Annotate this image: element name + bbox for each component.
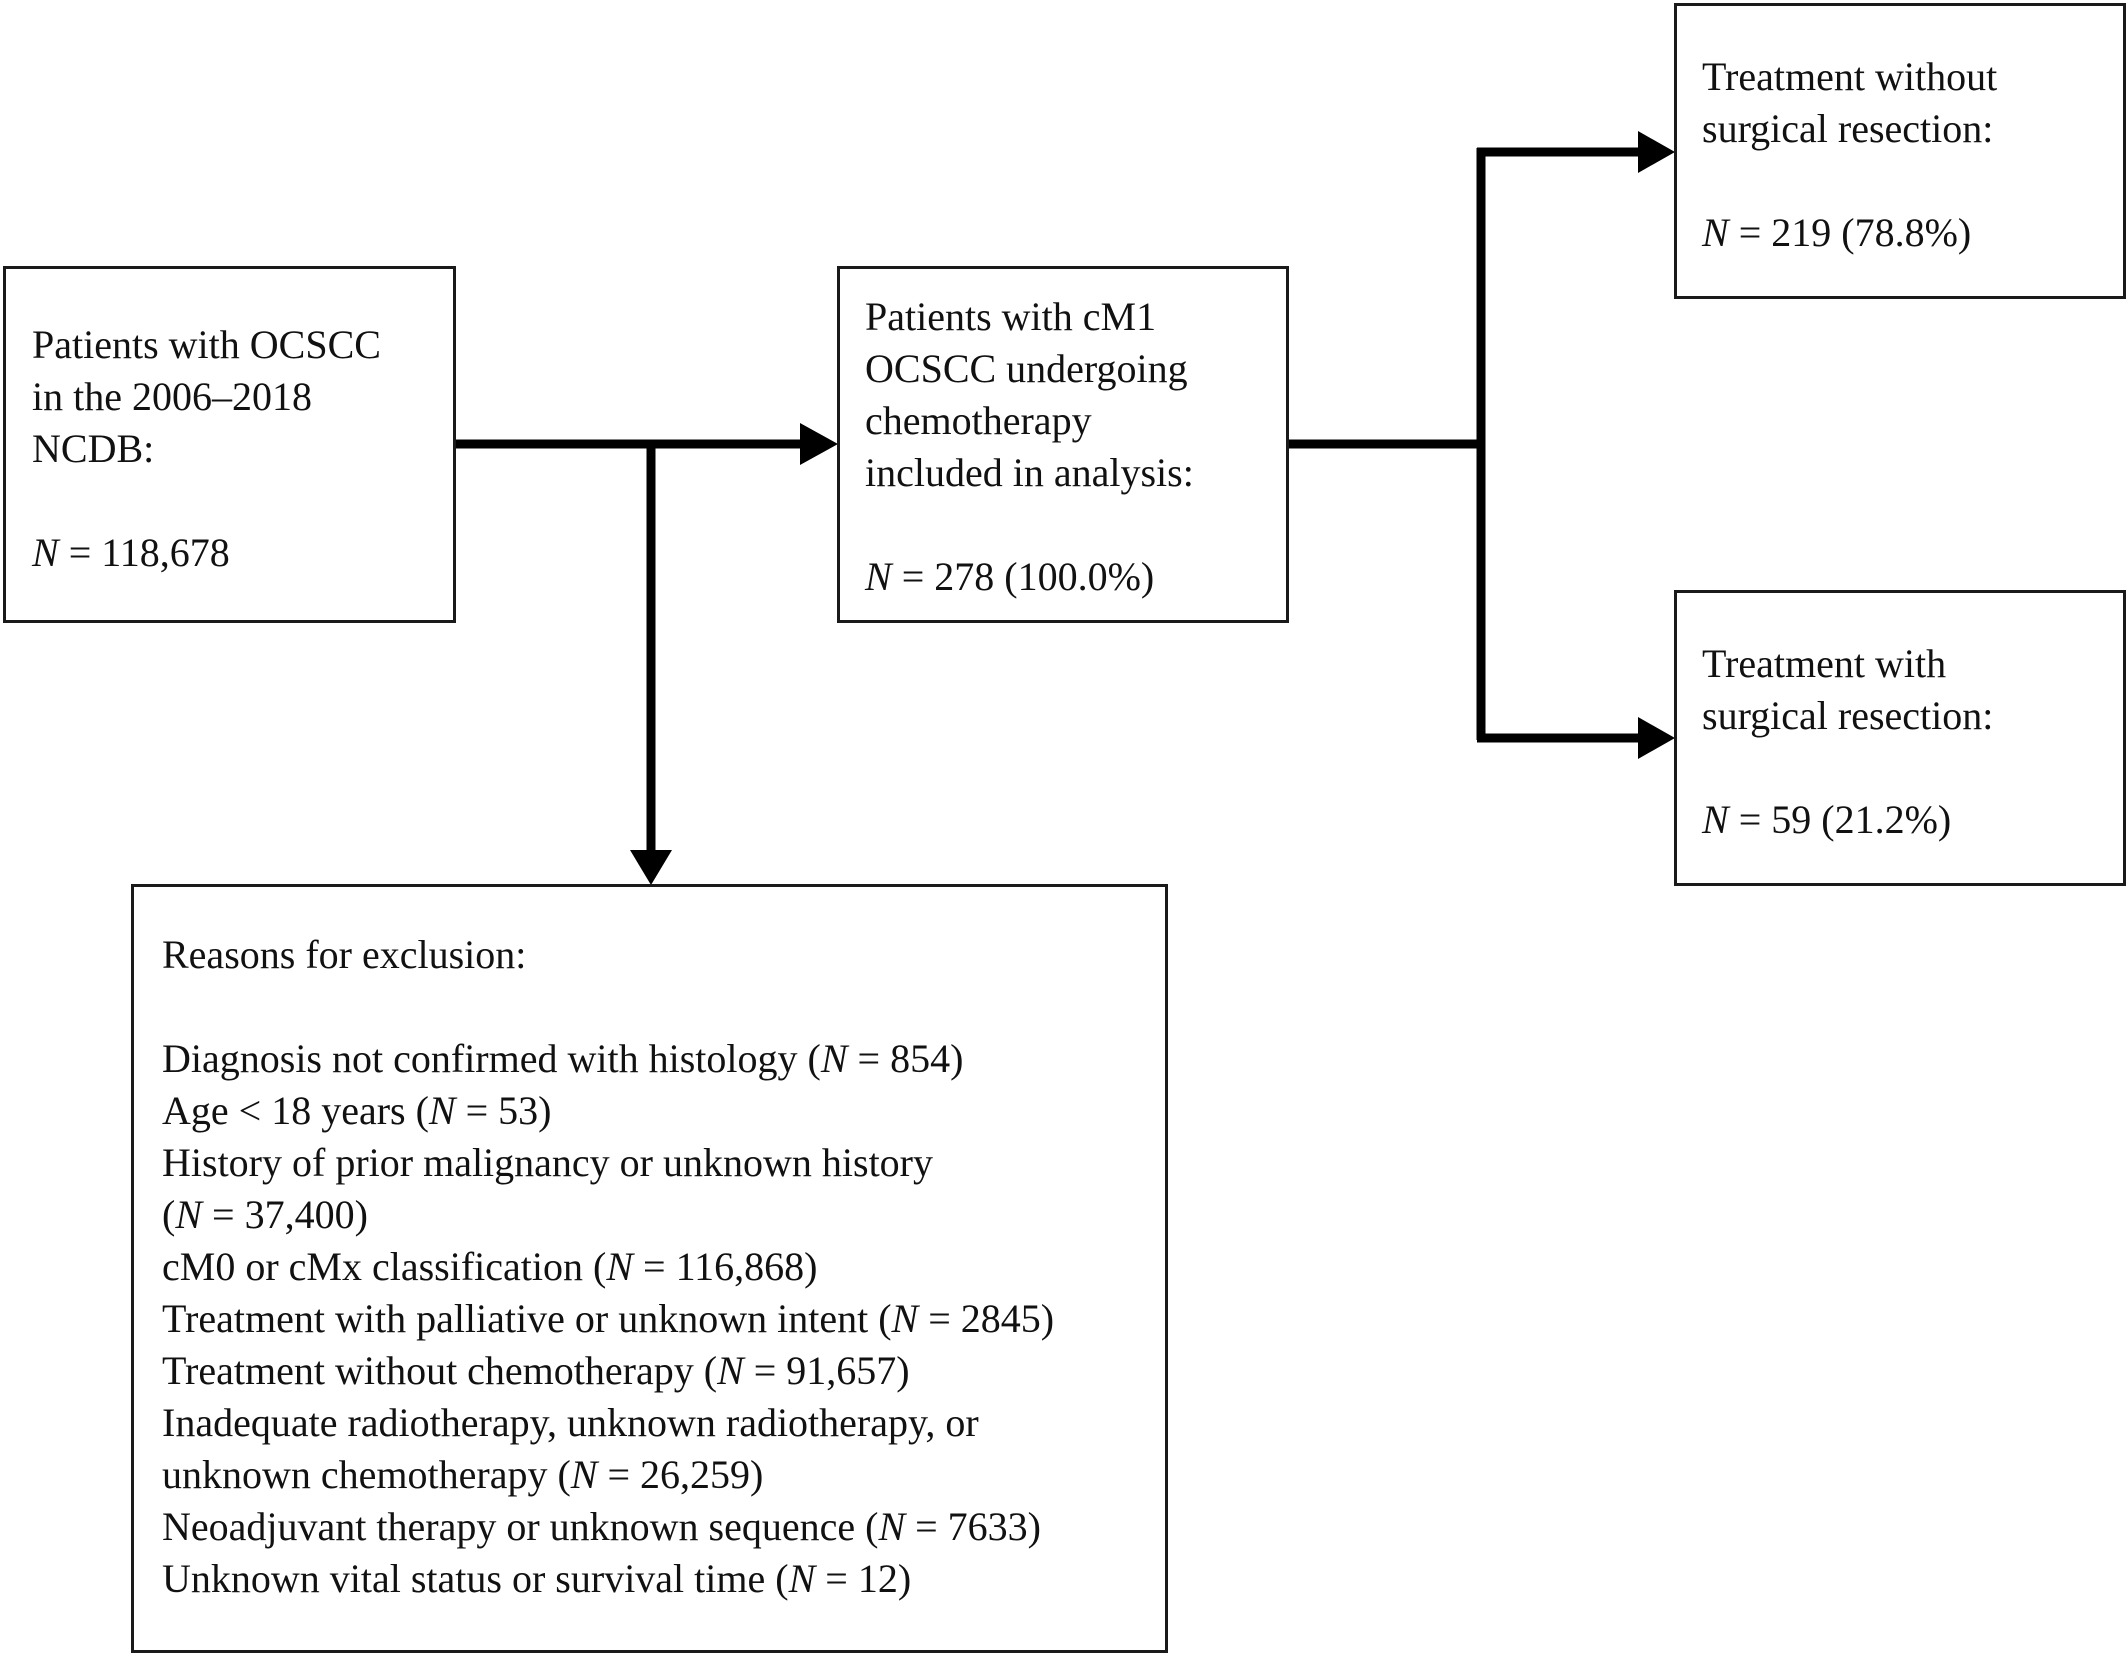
box-surgical-resection: Treatment with surgical resection: N = 5… [1674, 590, 2126, 886]
included-text: Patients with cM1 OCSCC undergoing chemo… [865, 291, 1194, 603]
box-exclusion-reasons: Reasons for exclusion: Diagnosis not con… [131, 884, 1168, 1653]
arrowhead-exclusion [630, 850, 672, 885]
exclusion-item: Inadequate radiotherapy, unknown radioth… [162, 1400, 979, 1445]
included-line-4: included in analysis: [865, 450, 1194, 495]
included-line-3: chemotherapy [865, 398, 1092, 443]
no-surgery-n: N = 219 (78.8%) [1702, 210, 1972, 255]
source-n: N = 118,678 [32, 530, 230, 575]
exclusion-heading: Reasons for exclusion: [162, 932, 527, 977]
exclusion-item: History of prior malignancy or unknown h… [162, 1140, 933, 1185]
exclusion-item: (N = 37,400) [162, 1192, 368, 1237]
exclusion-item: unknown chemotherapy (N = 26,259) [162, 1452, 764, 1497]
source-line-2: in the 2006–2018 [32, 374, 312, 419]
surgery-line-2: surgical resection: [1702, 693, 1994, 738]
arrowhead-surgery [1638, 717, 1675, 759]
no-surgery-text: Treatment without surgical resection: N … [1702, 51, 1997, 259]
box-source-population: Patients with OCSCC in the 2006–2018 NCD… [3, 266, 456, 623]
surgery-line-1: Treatment with [1702, 641, 1947, 686]
exclusion-item: Unknown vital status or survival time (N… [162, 1556, 912, 1601]
no-surgery-line-1: Treatment without [1702, 54, 1998, 99]
exclusion-item: Treatment without chemotherapy (N = 91,6… [162, 1348, 910, 1393]
source-line-1: Patients with OCSCC [32, 322, 381, 367]
included-line-2: OCSCC undergoing [865, 346, 1188, 391]
exclusion-item: cM0 or cMx classification (N = 116,868) [162, 1244, 818, 1289]
surgery-n: N = 59 (21.2%) [1702, 797, 1952, 842]
arrowhead-included [800, 423, 838, 465]
arrowhead-no-surgery [1638, 131, 1675, 173]
exclusion-item: Age < 18 years (N = 53) [162, 1088, 552, 1133]
exclusion-item: Neoadjuvant therapy or unknown sequence … [162, 1504, 1042, 1549]
included-line-1: Patients with cM1 [865, 294, 1157, 339]
exclusion-item: Treatment with palliative or unknown int… [162, 1296, 1055, 1341]
box-no-surgical-resection: Treatment without surgical resection: N … [1674, 3, 2126, 299]
source-text: Patients with OCSCC in the 2006–2018 NCD… [32, 319, 381, 579]
box-included-cohort: Patients with cM1 OCSCC undergoing chemo… [837, 266, 1289, 623]
surgery-text: Treatment with surgical resection: N = 5… [1702, 638, 1993, 846]
source-line-3: NCDB: [32, 426, 155, 471]
included-n: N = 278 (100.0%) [865, 554, 1155, 599]
exclusion-text: Reasons for exclusion: Diagnosis not con… [162, 929, 1054, 1605]
exclusion-item: Diagnosis not confirmed with histology (… [162, 1036, 964, 1081]
no-surgery-line-2: surgical resection: [1702, 106, 1994, 151]
